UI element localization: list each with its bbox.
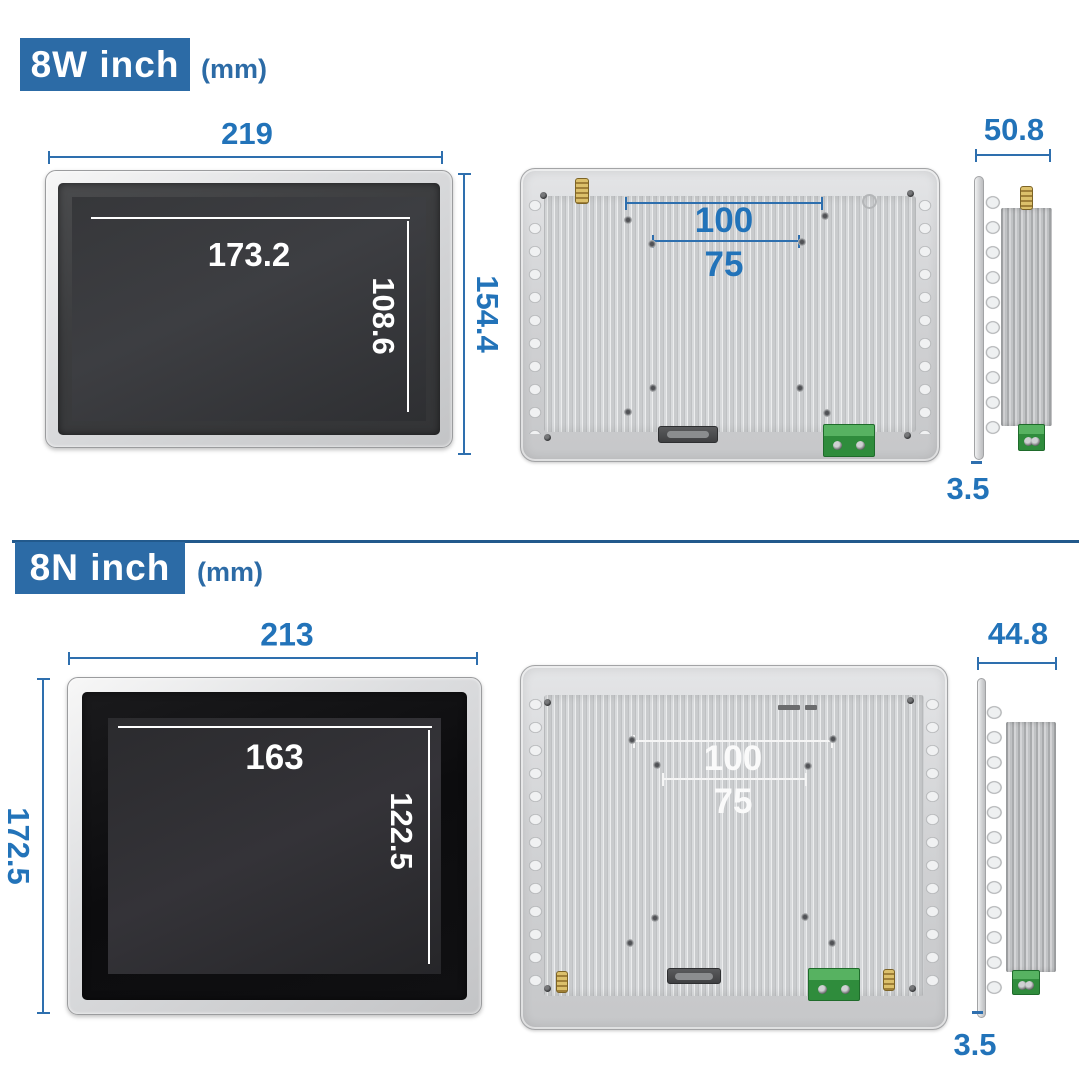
edge-scallops-left-8n bbox=[527, 693, 544, 998]
side-heatsink-8n bbox=[1006, 722, 1056, 972]
mount-flange-8n bbox=[977, 678, 986, 1018]
screen-width-line-8n bbox=[118, 726, 432, 728]
heatsink-fins-8w bbox=[544, 196, 916, 432]
vesa-75-label-8n: 75 bbox=[713, 782, 753, 821]
dim-overall-width-8w: 219 bbox=[221, 116, 273, 151]
thickness-tick-8w bbox=[971, 461, 982, 464]
antenna-connector-right-8n bbox=[883, 969, 895, 991]
vesa-100-line-8w bbox=[625, 197, 823, 210]
dim-line-width-8w bbox=[48, 151, 443, 164]
heatsink-fins-8n bbox=[544, 695, 924, 996]
vesa-hole bbox=[798, 238, 806, 246]
antenna-connector-8w bbox=[575, 178, 589, 204]
back-view-8n: 100 75 bbox=[520, 665, 948, 1030]
vesa-hole bbox=[804, 762, 812, 770]
dim-screen-width-8w: 173.2 bbox=[207, 236, 291, 273]
section-8w: 8W inch (mm) 219 154.4 173.2 108.6 bbox=[20, 38, 1068, 506]
screen-width-line-8w bbox=[91, 217, 410, 219]
corner-screw bbox=[544, 985, 551, 992]
vesa-100-label-8w: 100 bbox=[694, 201, 754, 240]
vesa-75-line-8w bbox=[652, 235, 800, 248]
corner-screw bbox=[544, 699, 551, 706]
side-terminal-8w bbox=[1018, 424, 1045, 451]
serial-port-8w bbox=[658, 426, 718, 443]
vesa-75-line-8n bbox=[662, 773, 807, 786]
vesa-hole bbox=[829, 735, 837, 743]
back-view-8w: 100 75 bbox=[520, 168, 940, 462]
antenna-connector-left-8n bbox=[556, 971, 568, 993]
vesa-hole bbox=[801, 913, 809, 921]
edge-scallops-right-8w bbox=[917, 194, 933, 434]
dim-line-depth-8w bbox=[975, 149, 1051, 162]
dim-overall-height-8w: 154.4 bbox=[470, 275, 505, 353]
vent-slot-8n bbox=[805, 705, 817, 710]
power-terminal-8n bbox=[808, 968, 860, 1001]
dim-screen-width-8n: 163 bbox=[245, 738, 304, 777]
corner-screw bbox=[540, 192, 547, 199]
dim-thickness-8w: 3.5 bbox=[946, 471, 990, 506]
unit-label-8n: (mm) bbox=[197, 557, 263, 587]
corner-screw bbox=[909, 985, 916, 992]
section-8n: 8N inch (mm) 213 172.5 163 122.5 bbox=[0, 540, 1079, 1079]
vesa-100-label-8n: 100 bbox=[703, 739, 763, 778]
corner-screw bbox=[904, 432, 911, 439]
vesa-hole bbox=[828, 939, 836, 947]
front-view-8n: 163 122.5 bbox=[67, 677, 482, 1015]
vent-slot-8n bbox=[778, 705, 800, 710]
section-title-8w: 8W inch bbox=[20, 38, 190, 91]
dim-line-height-8n bbox=[37, 678, 50, 1014]
vesa-hole bbox=[796, 384, 804, 392]
dim-depth-8w: 50.8 bbox=[983, 112, 1045, 147]
side-view-8w bbox=[968, 168, 1068, 468]
front-view-8w: 173.2 108.6 bbox=[45, 170, 453, 448]
dim-line-depth-8n bbox=[977, 657, 1057, 670]
mount-flange-8w bbox=[974, 176, 984, 460]
front-screen-8w: 173.2 108.6 bbox=[72, 197, 426, 421]
vesa-hole bbox=[651, 914, 659, 922]
round-knockout-8w bbox=[862, 194, 877, 209]
side-scallops-8w bbox=[985, 190, 1002, 442]
vesa-hole bbox=[653, 761, 661, 769]
screen-height-line-8w bbox=[407, 221, 409, 412]
thickness-tick-8n bbox=[972, 1011, 983, 1014]
dim-depth-8n: 44.8 bbox=[987, 616, 1049, 651]
edge-scallops-left-8w bbox=[527, 194, 543, 434]
unit-label-8w: (mm) bbox=[201, 54, 267, 84]
dim-line-width-8n bbox=[68, 652, 478, 665]
section-title-8w-label: 8W inch bbox=[30, 43, 180, 85]
dim-thickness-8n: 3.5 bbox=[953, 1027, 997, 1062]
side-heatsink-8w bbox=[1001, 208, 1052, 426]
dim-line-height-8w bbox=[458, 173, 471, 455]
dim-overall-height-8n: 172.5 bbox=[1, 807, 36, 885]
dim-overall-width-8n: 213 bbox=[260, 616, 314, 653]
section-title-8n-label: 8N inch bbox=[29, 547, 171, 588]
front-screen-8n: 163 122.5 bbox=[108, 718, 441, 974]
vesa-hole bbox=[624, 216, 632, 224]
corner-screw bbox=[907, 697, 914, 704]
dim-screen-height-8n: 122.5 bbox=[384, 792, 419, 870]
power-terminal-8w bbox=[823, 424, 875, 457]
dim-screen-height-8w: 108.6 bbox=[366, 277, 401, 355]
screen-height-line-8n bbox=[428, 730, 430, 964]
vesa-hole bbox=[649, 384, 657, 392]
section-divider bbox=[12, 540, 1079, 543]
serial-port-8n bbox=[667, 968, 721, 984]
side-terminal-8n bbox=[1012, 970, 1040, 995]
corner-screw bbox=[544, 434, 551, 441]
side-scallops-8n bbox=[986, 700, 1004, 1000]
edge-scallops-right-8n bbox=[924, 693, 941, 998]
vesa-hole bbox=[823, 409, 831, 417]
vesa-hole bbox=[648, 240, 656, 248]
side-view-8n bbox=[970, 672, 1075, 1037]
section-title-8n: 8N inch bbox=[15, 542, 185, 594]
vesa-hole bbox=[821, 212, 829, 220]
side-antenna-8w bbox=[1020, 186, 1033, 210]
corner-screw bbox=[907, 190, 914, 197]
vesa-75-label-8w: 75 bbox=[704, 245, 744, 284]
vesa-hole bbox=[628, 736, 636, 744]
vesa-hole bbox=[624, 408, 632, 416]
vesa-hole bbox=[626, 939, 634, 947]
